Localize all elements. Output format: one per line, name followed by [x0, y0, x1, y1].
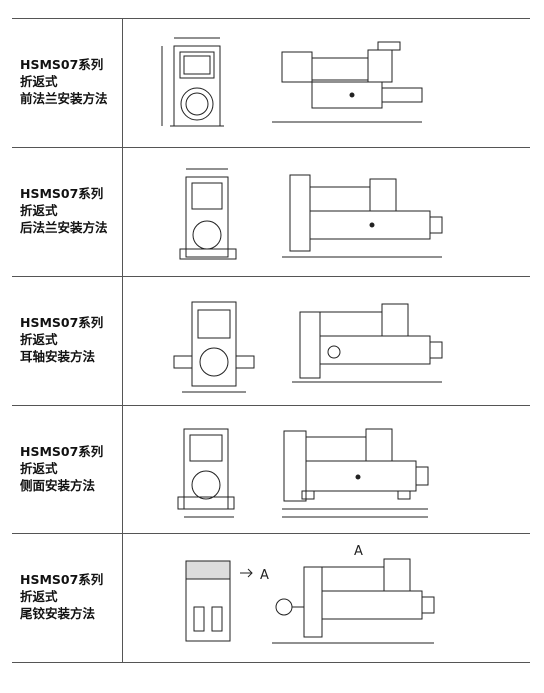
- row-divider: [12, 533, 530, 534]
- view-label-top: A: [354, 544, 363, 559]
- side-mount-drawing: [177, 428, 429, 518]
- series-name: HSMS07系列: [20, 315, 104, 330]
- view-label-left: A: [260, 568, 269, 583]
- actuator-type: 折返式: [20, 332, 58, 347]
- mount-method: 侧面安装方法: [20, 478, 96, 493]
- trunnion-drawing: [173, 301, 443, 393]
- row-rear-clevis: HSMS07系列 折返式 尾铰安装方法 A A: [12, 533, 530, 662]
- row-trunnion: HSMS07系列 折返式 耳轴安装方法: [12, 276, 530, 405]
- mount-method: 尾铰安装方法: [20, 606, 96, 621]
- series-name: HSMS07系列: [20, 444, 104, 459]
- row-rear-flange: HSMS07系列 折返式 后法兰安装方法: [12, 147, 530, 276]
- row-label: HSMS07系列 折返式 后法兰安装方法: [20, 185, 128, 236]
- row-label: HSMS07系列 折返式 侧面安装方法: [20, 443, 128, 494]
- row-divider: [12, 276, 530, 277]
- rear-clevis-drawing: A A: [185, 544, 435, 644]
- mount-method: 后法兰安装方法: [20, 220, 108, 235]
- actuator-type: 折返式: [20, 203, 58, 218]
- row-divider: [12, 405, 530, 406]
- front-flange-drawing: [161, 37, 423, 127]
- row-divider: [12, 147, 530, 148]
- row-label: HSMS07系列 折返式 耳轴安装方法: [20, 314, 128, 365]
- mount-method: 前法兰安装方法: [20, 91, 108, 106]
- row-label: HSMS07系列 折返式 尾铰安装方法: [20, 571, 128, 622]
- series-name: HSMS07系列: [20, 572, 104, 587]
- series-name: HSMS07系列: [20, 57, 104, 72]
- actuator-type: 折返式: [20, 461, 58, 476]
- rear-flange-drawing: [179, 168, 443, 260]
- mount-method: 耳轴安装方法: [20, 349, 96, 364]
- bottom-rule: [12, 662, 530, 663]
- top-rule: [12, 18, 530, 19]
- row-label: HSMS07系列 折返式 前法兰安装方法: [20, 56, 128, 107]
- actuator-type: 折返式: [20, 589, 58, 604]
- column-divider: [122, 18, 123, 662]
- actuator-type: 折返式: [20, 74, 58, 89]
- row-side-mount: HSMS07系列 折返式 侧面安装方法: [12, 405, 530, 533]
- row-front-flange: HSMS07系列 折返式 前法兰安装方法: [12, 18, 530, 147]
- series-name: HSMS07系列: [20, 186, 104, 201]
